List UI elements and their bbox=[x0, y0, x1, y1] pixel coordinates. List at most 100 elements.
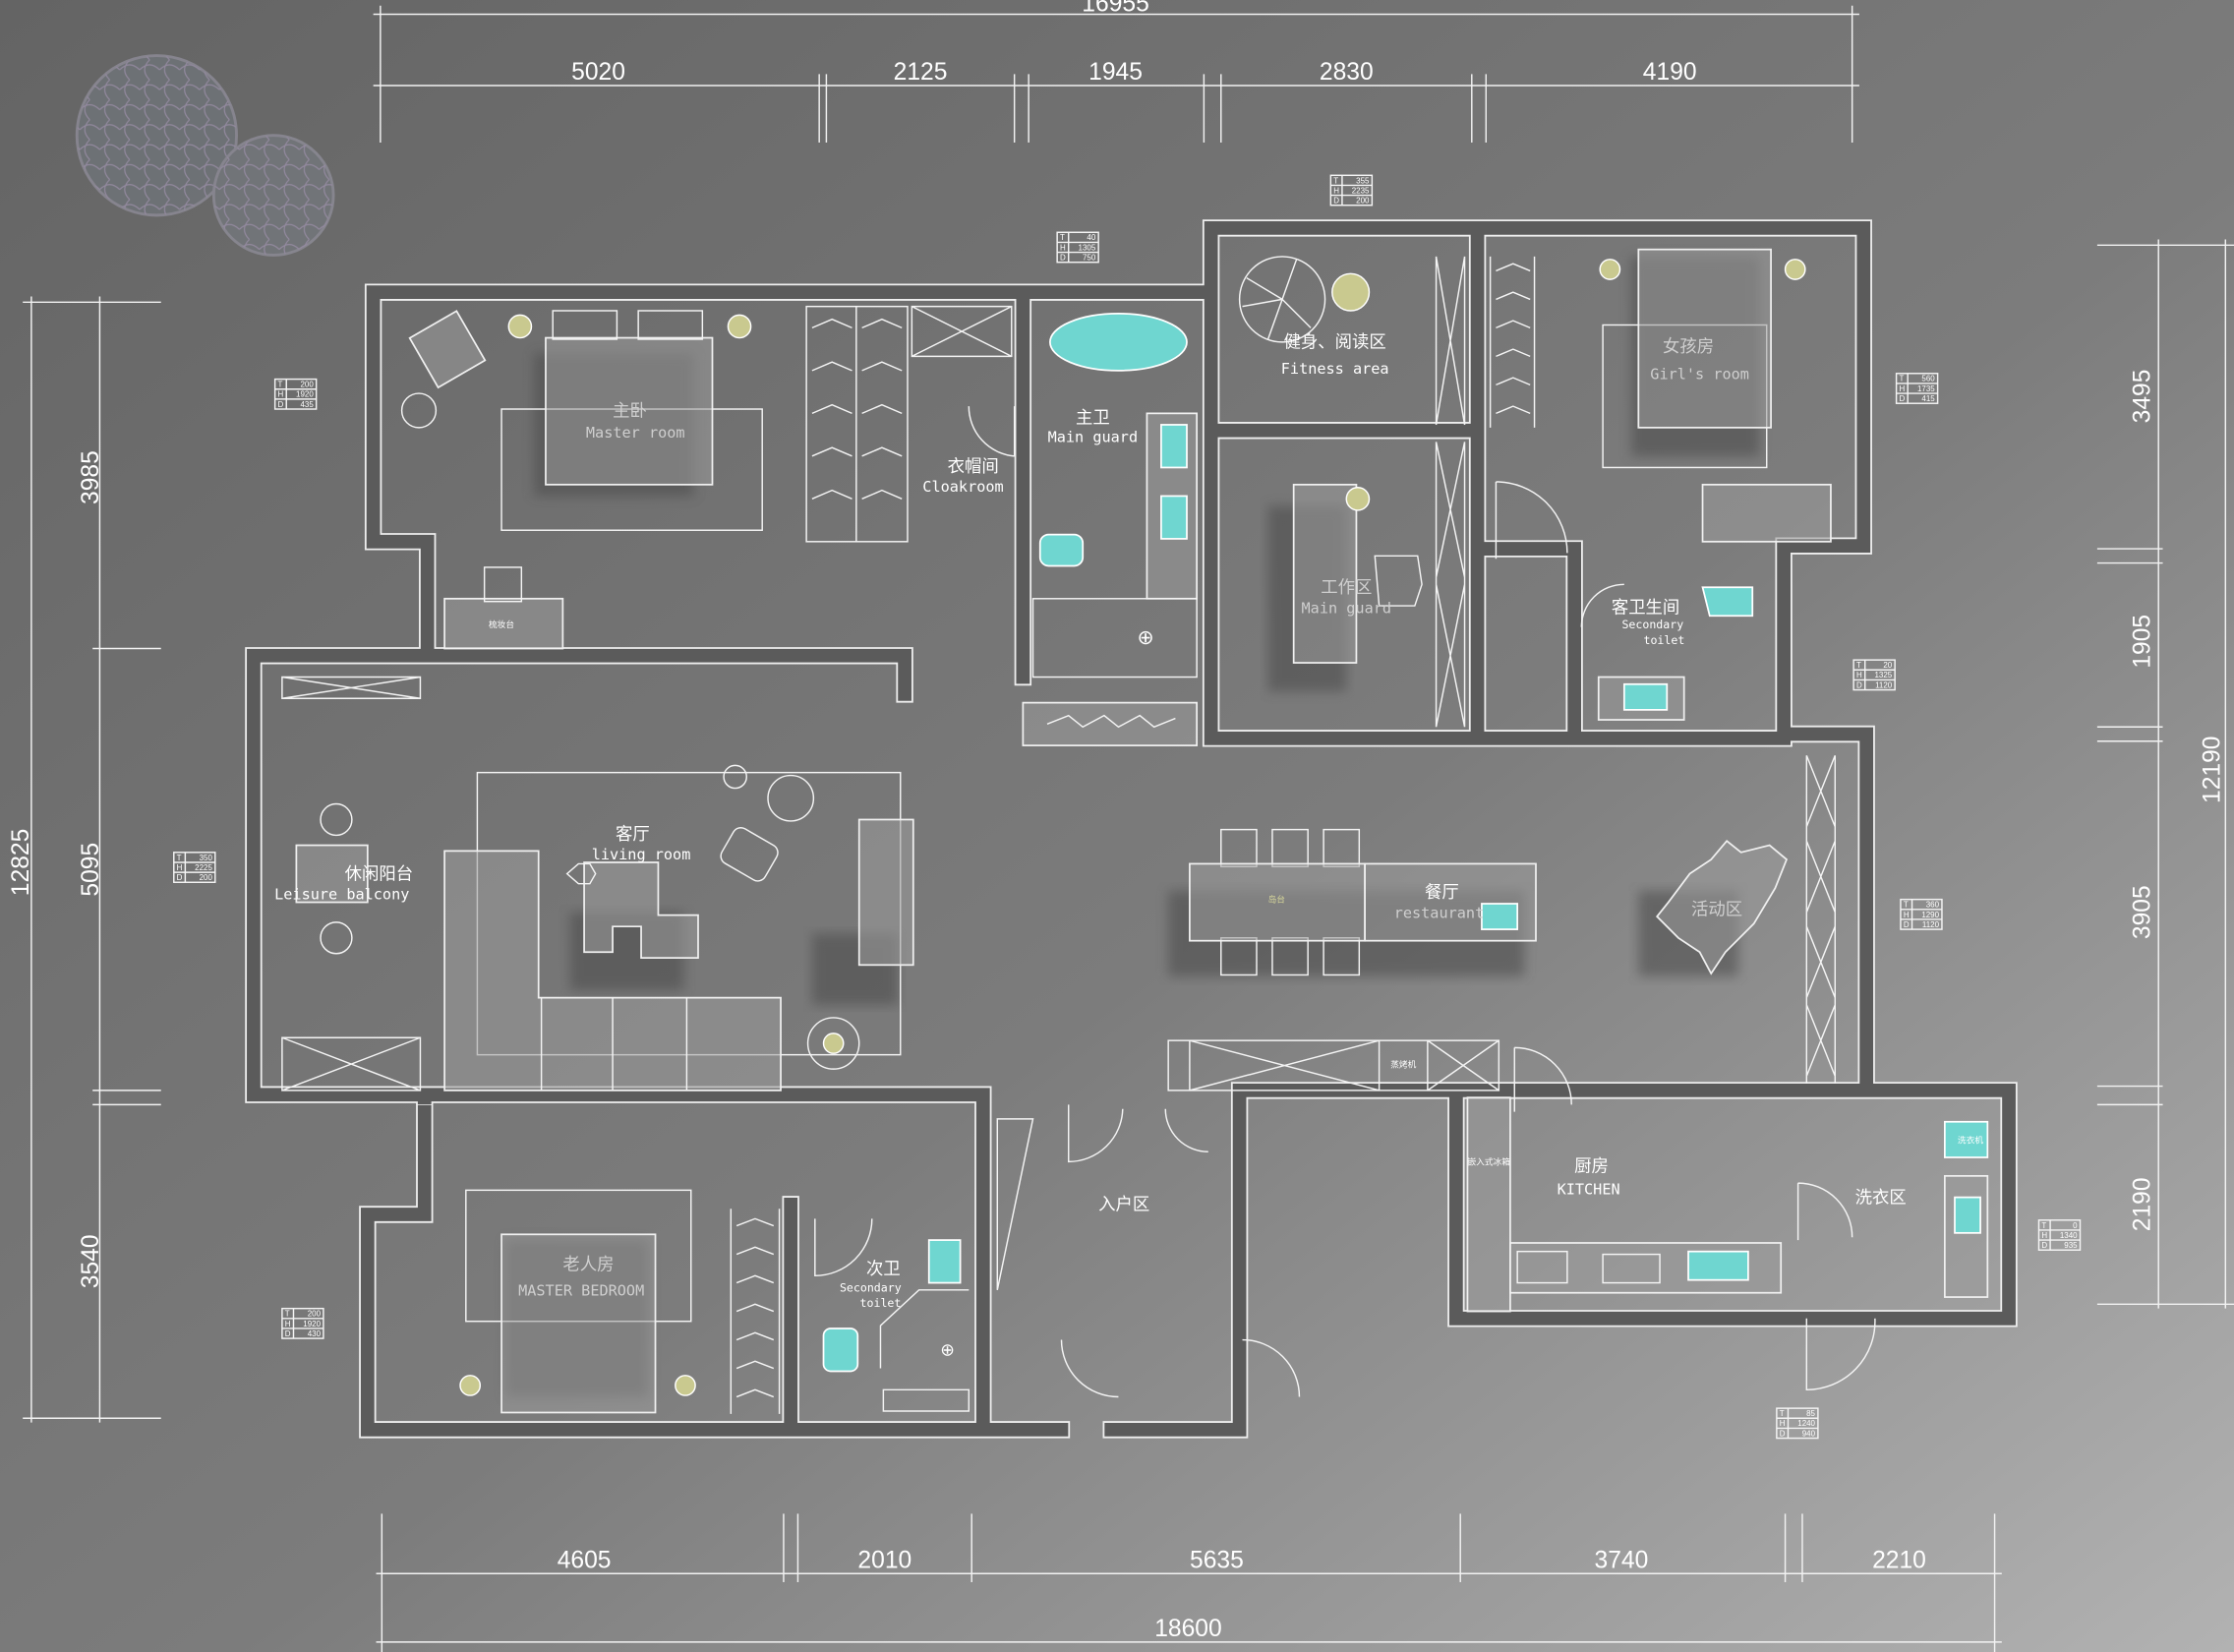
spec-tag-value: 1240 bbox=[1797, 1419, 1815, 1428]
door-swing bbox=[968, 406, 1016, 457]
fridge-label: 嵌入式冰箱 bbox=[1467, 1155, 1510, 1167]
room-label-en: Main guard bbox=[1302, 599, 1392, 617]
dim-top-5: 4190 bbox=[1643, 59, 1697, 86]
room-label-zh: 女孩房 bbox=[1663, 337, 1714, 357]
spec-tag-value: 1290 bbox=[1921, 911, 1939, 919]
plant-icon bbox=[75, 54, 335, 257]
door-swing bbox=[1513, 1046, 1572, 1112]
fitness-area: 健身、阅读区 Fitness area bbox=[1238, 256, 1466, 426]
spec-tag-letter: T bbox=[1904, 901, 1909, 910]
stool bbox=[320, 921, 353, 955]
toilet-icon bbox=[1038, 533, 1085, 567]
spec-tag-value: 415 bbox=[1921, 394, 1935, 403]
spec-tag-value: 355 bbox=[1356, 176, 1370, 185]
spec-tag-letter: D bbox=[278, 400, 284, 409]
spec-tag-value: 2225 bbox=[195, 863, 212, 872]
spec-tag-letter: T bbox=[1856, 661, 1861, 670]
room-label-en: Leisure balcony bbox=[274, 886, 409, 904]
left-dimensions: 12825 3985 5095 3540 bbox=[8, 296, 161, 1423]
dim-top-1: 5020 bbox=[571, 59, 625, 86]
door-swing bbox=[1796, 1182, 1853, 1241]
spec-tag-letter: T bbox=[1333, 176, 1338, 185]
spec-tag-value: 560 bbox=[1921, 375, 1935, 384]
bed bbox=[545, 336, 714, 486]
dim-left-total: 12825 bbox=[8, 829, 34, 896]
main-bath: ⊕ 主卫 Main guard bbox=[1022, 313, 1199, 746]
lamp-icon bbox=[1784, 259, 1806, 280]
bed bbox=[500, 1233, 657, 1414]
spec-tag-letter: H bbox=[1060, 243, 1066, 252]
room-label-zh: 厨房 bbox=[1574, 1157, 1609, 1177]
bottom-dimensions: 4605 2010 5635 3740 2210 18600 bbox=[376, 1513, 2002, 1652]
lamp-icon bbox=[727, 314, 752, 339]
dim-top-total: 16955 bbox=[1082, 0, 1148, 18]
oven-icon bbox=[1602, 1253, 1661, 1284]
elderly-room: 老人房 MASTER BEDROOM bbox=[459, 1189, 781, 1414]
plant-icon bbox=[1238, 256, 1326, 343]
spec-tag-letter: T bbox=[177, 854, 182, 862]
spec-tag-value: 200 bbox=[300, 381, 314, 389]
dining-area: 岛台 餐厅 restaurant bbox=[1189, 828, 1537, 976]
door-swing bbox=[1805, 1318, 1876, 1391]
cabinet bbox=[857, 818, 914, 967]
washer-icon bbox=[1943, 1120, 1989, 1158]
room-label-en: KITCHEN bbox=[1558, 1181, 1620, 1199]
spec-tag-value: 940 bbox=[1802, 1429, 1816, 1438]
room-label-en: Cloakroom bbox=[922, 478, 1003, 496]
armchair bbox=[767, 774, 815, 822]
room-label-zh: 衣帽间 bbox=[948, 457, 999, 477]
dim-top-4: 2830 bbox=[1320, 59, 1374, 86]
girls-room: 女孩房 Girl's room bbox=[1489, 248, 1832, 560]
dim-top-3: 1945 bbox=[1088, 59, 1143, 86]
lamp-icon bbox=[675, 1375, 696, 1396]
dim-bottom-total: 18600 bbox=[1154, 1616, 1221, 1642]
toilet-icon bbox=[1701, 586, 1754, 618]
sink-icon bbox=[1622, 682, 1669, 711]
dresser bbox=[443, 597, 564, 650]
spec-tag-letter: H bbox=[1904, 911, 1910, 919]
activity-area: 活动区 bbox=[1655, 754, 1837, 1084]
island-label: 岛台 bbox=[1268, 894, 1286, 906]
door-swing bbox=[1495, 481, 1568, 560]
armchair bbox=[408, 310, 487, 389]
dim-right-4: 2190 bbox=[2130, 1177, 2156, 1231]
dim-bottom-3: 5635 bbox=[1190, 1547, 1244, 1573]
steam-oven-label: 蒸烤机 bbox=[1390, 1059, 1416, 1071]
spec-tag-value: 1735 bbox=[1917, 384, 1935, 393]
dim-right-2: 1905 bbox=[2130, 615, 2156, 669]
spec-tag-letter: H bbox=[1333, 186, 1339, 195]
spec-tag-value: 750 bbox=[1083, 254, 1096, 263]
spec-tag-letter: H bbox=[1899, 384, 1905, 393]
spec-tag-value: 360 bbox=[1926, 901, 1940, 910]
spec-tag-letter: D bbox=[177, 873, 183, 882]
door-swing bbox=[814, 1218, 873, 1277]
spec-tag-letter: T bbox=[1899, 375, 1904, 384]
sofa bbox=[443, 850, 782, 1092]
spec-tag-letter: D bbox=[1904, 920, 1910, 929]
island-counter bbox=[1189, 862, 1366, 942]
lamp-icon bbox=[1599, 259, 1621, 280]
room-label-en: Main guard bbox=[1048, 428, 1139, 445]
dim-bottom-1: 4605 bbox=[558, 1547, 612, 1573]
room-label-zh: 次卫 bbox=[866, 1260, 901, 1279]
room-label-zh: 主卫 bbox=[1076, 409, 1110, 429]
room-label-en: toilet bbox=[1643, 633, 1684, 647]
dim-bottom-5: 2210 bbox=[1872, 1547, 1926, 1573]
ottoman bbox=[720, 827, 779, 882]
spec-tag-value: 435 bbox=[300, 400, 314, 409]
room-label-zh: 老人房 bbox=[562, 1256, 614, 1275]
table bbox=[295, 844, 369, 904]
washer-label: 洗衣机 bbox=[1958, 1135, 1983, 1147]
room-label-zh: 工作区 bbox=[1321, 578, 1372, 598]
spec-tag-value: 350 bbox=[200, 854, 213, 862]
dim-right-total: 12190 bbox=[2200, 736, 2226, 802]
